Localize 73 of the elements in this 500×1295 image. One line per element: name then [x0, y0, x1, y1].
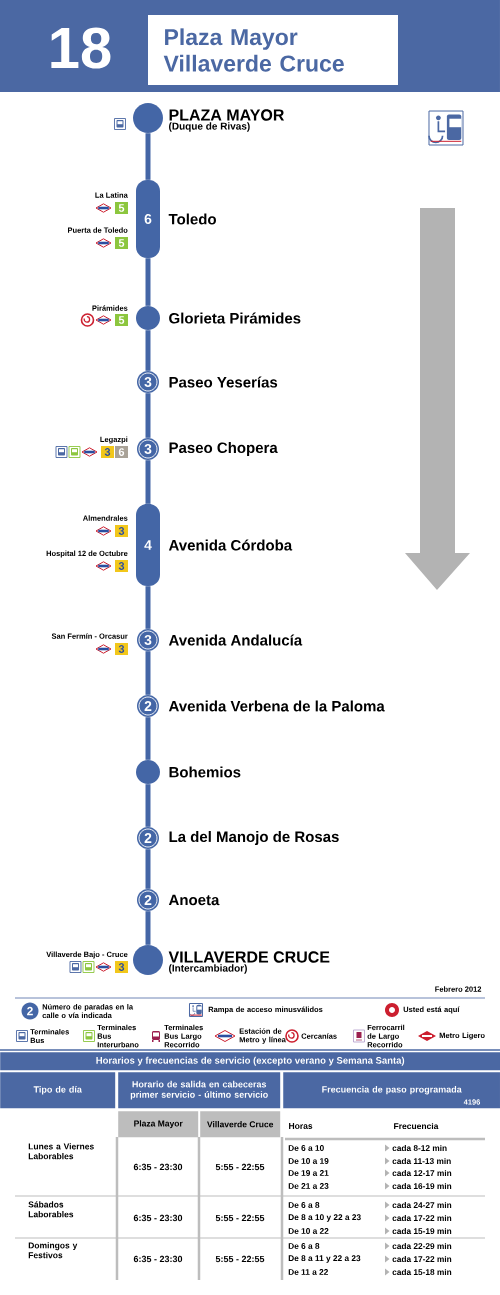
day-type: Sábados Laborables: [28, 1201, 74, 1218]
column-header: Plaza Mayor: [118, 1111, 199, 1138]
time-range: 6:35 - 23:30: [133, 1255, 183, 1263]
stop-name: La del Manojo de Rosas: [169, 831, 339, 845]
route-line: [145, 330, 151, 371]
frequency: cada 12-17 min: [392, 1169, 452, 1177]
route-line: [145, 133, 151, 180]
table-header: Horario de salida en cabeceras primer servicio - último servicio: [118, 1072, 281, 1109]
line-badge: 5: [115, 237, 128, 249]
stop-name: Anoeta: [168, 894, 220, 906]
hour-range: De 21 a 23: [288, 1183, 329, 1189]
line-badge: 3: [115, 560, 128, 572]
frequency: cada 17-22 min: [392, 1255, 452, 1263]
time-range: 5:55 - 22:55: [215, 1214, 265, 1222]
time-range: 5:55 - 22:55: [215, 1255, 265, 1263]
hour-range: De 6 a 8: [288, 1202, 320, 1208]
time-range: 6:35 - 23:30: [133, 1163, 183, 1171]
hour-range: De 10 a 22: [288, 1228, 329, 1234]
hour-range: De 6 a 10: [288, 1145, 324, 1151]
route-line: [145, 849, 151, 889]
stop-name: Paseo Chopera: [169, 442, 278, 456]
line-badge: 5: [115, 202, 128, 214]
hour-range: De 6 a 8: [288, 1243, 320, 1249]
line-badge: 3: [101, 446, 114, 458]
column-header: Villaverde Cruce: [200, 1111, 281, 1138]
frequency: cada 22-29 min: [392, 1242, 452, 1250]
line-badge: 3: [115, 643, 128, 655]
time-range: 6:35 - 23:30: [133, 1214, 183, 1222]
frequency: cada 17-22 min: [392, 1214, 452, 1222]
frequency: cada 15-18 min: [392, 1268, 452, 1276]
route-line: [145, 784, 151, 827]
route-line: [145, 586, 151, 629]
stop-name: Avenida Andalucía: [168, 634, 303, 646]
table-header: Tipo de día: [0, 1072, 116, 1109]
column-header: Frecuencia: [394, 1122, 439, 1130]
route-number: 18: [51, 27, 111, 69]
frequency: cada 16-19 min: [392, 1182, 452, 1190]
route-line: [145, 717, 151, 760]
route-line: [145, 651, 151, 695]
title-box: Plaza Mayor Villaverde Cruce: [148, 15, 398, 85]
line-badge: 3: [115, 961, 128, 973]
frequency: cada 8-12 min: [392, 1144, 447, 1152]
route-line: [145, 393, 151, 438]
line-badge: 6: [115, 446, 128, 458]
route-line: [145, 258, 151, 306]
stop-name: Toledo: [168, 213, 216, 225]
hour-range: De 8 a 10 y 22 a 23: [288, 1214, 361, 1222]
stop-name: Paseo Yeserías: [169, 376, 278, 388]
stop-bar: 4: [136, 504, 160, 586]
stop-name: PLAZA MAYOR: [169, 109, 285, 121]
stop-name: Avenida Verbena de la Paloma: [168, 700, 385, 712]
stop-name: Glorieta Pirámides: [169, 312, 301, 324]
stop-name: VILLAVERDE CRUCE: [168, 951, 330, 963]
stop-name: Bohemios: [169, 766, 241, 778]
day-type: Lunes a Viernes Laborables: [28, 1143, 94, 1160]
hour-range: De 19 a 21: [288, 1170, 329, 1176]
stop-subtitle: (Duque de Rivas): [169, 122, 250, 132]
day-type: Domingos y Festivos: [28, 1242, 78, 1259]
hour-range: De 10 a 19: [288, 1158, 329, 1164]
column-header: Horas: [289, 1123, 313, 1129]
stop-bar: 6: [136, 180, 160, 258]
frequency: cada 15-19 min: [392, 1227, 452, 1235]
hour-range: De 11 a 22: [288, 1269, 328, 1275]
frequency: cada 24-27 min: [392, 1201, 452, 1209]
line-badge: 3: [115, 525, 128, 537]
hour-range: De 8 a 11 y 22 a 23: [288, 1255, 361, 1263]
stop-name: Avenida Córdoba: [168, 539, 293, 551]
line-badge: 5: [115, 314, 128, 326]
time-range: 5:55 - 22:55: [215, 1163, 265, 1171]
stop-subtitle: (Intercambiador): [169, 964, 247, 974]
route-line: [145, 911, 151, 945]
frequency: cada 11-13 min: [392, 1157, 451, 1165]
route-line: [145, 460, 151, 504]
